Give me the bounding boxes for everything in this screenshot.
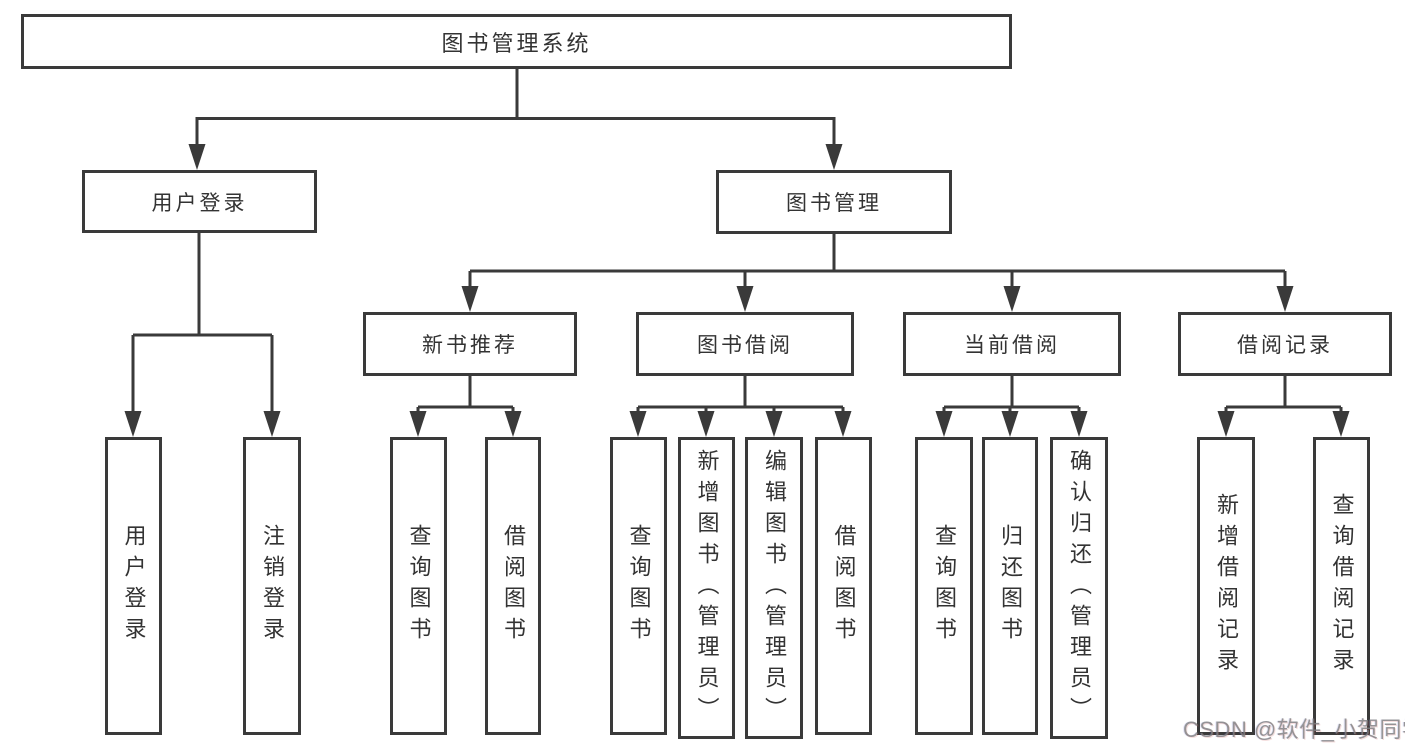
leaf-user-login-label: 用户登录	[121, 524, 147, 648]
node-borrow-record-label: 借阅记录	[1237, 334, 1333, 357]
node-book-borrow: 图书借阅	[636, 312, 854, 376]
leaf-current-query-book: 查询图书	[915, 437, 973, 735]
leaf-borrow-edit-book-admin: 编辑图书（管理员）	[745, 437, 803, 739]
node-book-management-label: 图书管理	[786, 192, 882, 215]
node-current-borrow: 当前借阅	[903, 312, 1121, 376]
leaf-borrow-add-book-admin-label: 新增图书（管理员）	[694, 448, 720, 728]
csdn-watermark: CSDN @软件_小贺同学	[1183, 717, 1405, 742]
leaf-logout-login: 注销登录	[243, 437, 301, 735]
node-root-label: 图书管理系统	[441, 30, 592, 56]
leaf-record-query-record-label: 查询借阅记录	[1329, 493, 1355, 679]
leaf-borrow-borrow-book-label: 借阅图书	[831, 524, 857, 648]
leaf-newbook-borrow-book-label: 借阅图书	[501, 524, 526, 648]
leaf-record-add-record-label: 新增借阅记录	[1214, 493, 1239, 679]
node-user-login-label: 用户登录	[151, 191, 248, 215]
leaf-borrow-query-book-label: 查询图书	[626, 524, 652, 648]
leaf-logout-login-label: 注销登录	[260, 524, 285, 648]
leaf-borrow-add-book-admin: 新增图书（管理员）	[678, 437, 735, 739]
leaf-current-return-book-label: 归还图书	[998, 524, 1023, 648]
node-new-book-recommend: 新书推荐	[363, 312, 577, 376]
node-new-book-recommend-label: 新书推荐	[422, 334, 518, 357]
leaf-borrow-borrow-book: 借阅图书	[815, 437, 872, 735]
leaf-newbook-borrow-book: 借阅图书	[485, 437, 541, 735]
node-root-system: 图书管理系统	[21, 14, 1012, 69]
leaf-current-return-book: 归还图书	[982, 437, 1038, 735]
node-borrow-record: 借阅记录	[1178, 312, 1392, 376]
leaf-current-confirm-return-admin: 确认归还（管理员）	[1050, 437, 1108, 739]
leaf-borrow-edit-book-admin-label: 编辑图书（管理员）	[762, 448, 787, 728]
node-book-management: 图书管理	[716, 170, 952, 234]
leaf-record-query-record: 查询借阅记录	[1313, 437, 1370, 735]
leaf-user-login: 用户登录	[105, 437, 162, 735]
leaf-record-add-record: 新增借阅记录	[1197, 437, 1255, 735]
leaf-newbook-query-book: 查询图书	[390, 437, 447, 735]
node-user-login: 用户登录	[82, 170, 317, 233]
leaf-current-confirm-return-admin-label: 确认归还（管理员）	[1067, 448, 1092, 728]
leaf-borrow-query-book: 查询图书	[610, 437, 667, 735]
leaf-newbook-query-book-label: 查询图书	[406, 524, 432, 648]
node-book-borrow-label: 图书借阅	[697, 334, 793, 357]
node-current-borrow-label: 当前借阅	[964, 334, 1060, 357]
leaf-current-query-book-label: 查询图书	[932, 524, 957, 648]
